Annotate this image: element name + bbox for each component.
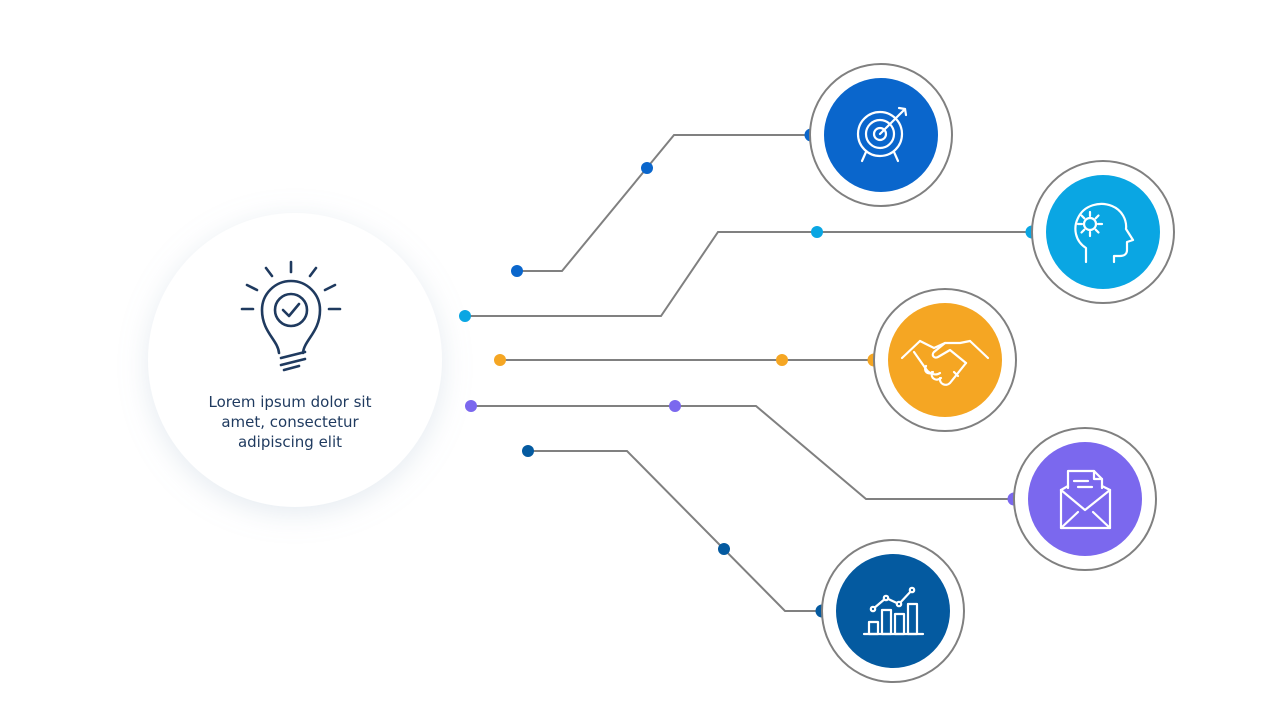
dot xyxy=(522,445,534,457)
connector-mind xyxy=(465,231,1032,317)
node-fill xyxy=(836,554,950,668)
dot xyxy=(641,162,653,174)
dot xyxy=(776,354,788,366)
node-growth xyxy=(821,539,965,683)
connector-mail xyxy=(471,405,1014,500)
center-hub xyxy=(148,213,442,507)
node-handshake xyxy=(873,288,1017,432)
node-fill xyxy=(1028,442,1142,556)
center-caption: Lorem ipsum dolor sit amet, consectetur … xyxy=(208,393,372,451)
mail-document-icon xyxy=(1059,469,1112,530)
node-mail xyxy=(1013,427,1157,571)
node-fill xyxy=(824,78,938,192)
bar-chart-growth-icon xyxy=(862,586,925,636)
lightbulb-check-icon xyxy=(240,260,342,372)
dot xyxy=(511,265,523,277)
connector-growth xyxy=(528,450,822,612)
dot xyxy=(459,310,471,322)
dot xyxy=(494,354,506,366)
dot xyxy=(811,226,823,238)
node-target xyxy=(809,63,953,207)
connector-lines xyxy=(465,134,1032,612)
connector-target xyxy=(517,134,811,272)
node-fill xyxy=(1046,175,1160,289)
head-gear-icon xyxy=(1074,202,1135,264)
handshake-icon xyxy=(900,339,990,386)
dot xyxy=(669,400,681,412)
dot xyxy=(465,400,477,412)
node-fill xyxy=(888,303,1002,417)
dot xyxy=(718,543,730,555)
node-mind xyxy=(1031,160,1175,304)
target-icon xyxy=(856,106,908,163)
